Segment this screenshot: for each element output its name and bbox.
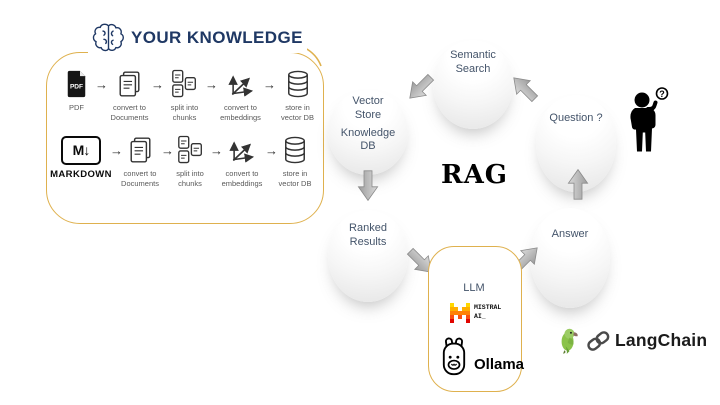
step-label: split into chunks: [176, 169, 204, 188]
knowledge-title-label: YOUR KNOWLEDGE: [131, 27, 303, 47]
vector-db-icon: [287, 70, 308, 98]
markdown-label: MARKDOWN: [50, 169, 112, 180]
pipeline-step-chunks: split into chunks: [164, 68, 205, 123]
arrow-answer-to-question: [568, 169, 588, 200]
node-label: Answer: [551, 228, 589, 240]
mistral-logo: MISTRAL AI_: [450, 303, 501, 323]
pipeline-step-vectordb: store in vector DB: [276, 68, 319, 123]
node-semantic-search: Semantic Search: [433, 40, 513, 129]
arrow-right-icon: →: [263, 77, 276, 92]
llm-label: LLM: [463, 282, 485, 294]
chain-link-icon: [587, 331, 610, 351]
arrow-right-icon: →: [151, 77, 164, 92]
chunks-icon: [172, 69, 196, 98]
node-question: Question ?: [536, 95, 616, 192]
node-label: Vector Store: [352, 95, 384, 121]
pipeline-step-documents: convert to Documents: [119, 134, 161, 189]
embeddings-axes-icon: [227, 75, 253, 97]
knowledge-title: YOUR KNOWLEDGE: [88, 22, 307, 53]
person-thinking-icon: ?: [630, 87, 669, 152]
step-label: convert to embeddings: [220, 103, 261, 122]
node-ranked-results: Ranked Results: [328, 210, 408, 302]
arrow-right-icon: →: [210, 143, 223, 158]
embeddings-axes-icon: [229, 141, 255, 163]
step-label: convert to embeddings: [221, 169, 263, 188]
langchain-label: LangChain: [615, 330, 708, 350]
rag-title: RAG: [441, 160, 508, 190]
node-label: Question ?: [549, 112, 603, 124]
mistral-wordmark-line2: AI_: [474, 313, 486, 320]
pipeline-step-chunks: split into chunks: [170, 134, 210, 189]
step-label: convert to Documents: [121, 169, 159, 188]
mistral-wordmark: MISTRAL AI_: [474, 304, 501, 322]
markdown-icon: M↓: [61, 135, 101, 165]
node-answer: Answer: [530, 208, 610, 308]
arrow-right-icon: →: [110, 143, 123, 158]
markdown-pipeline-row: M↓ MARKDOWN → convert to Documents →: [50, 134, 316, 189]
brain-icon: [92, 23, 124, 52]
ollama-llama-icon: [442, 337, 466, 376]
arrow-right-icon: →: [265, 143, 278, 158]
step-label: PDF: [69, 103, 84, 112]
ollama-logo: Ollama: [437, 336, 524, 380]
arrow-vector-to-ranked: [357, 170, 379, 201]
node-label: Semantic Search: [450, 49, 496, 75]
mistral-m-icon: [450, 303, 470, 323]
node-label: Knowledge DB: [340, 126, 396, 153]
mistral-wordmark-line1: MISTRAL: [474, 304, 502, 312]
svg-text:?: ?: [659, 89, 665, 99]
langchain-logo: LangChain: [556, 327, 707, 354]
pipeline-step-embeddings: convert to embeddings: [218, 68, 263, 123]
step-label: convert to Documents: [110, 103, 149, 122]
step-label: split into chunks: [170, 103, 199, 122]
pdf-file-icon: PDF: [67, 70, 86, 98]
step-label: store in vector DB: [281, 103, 314, 122]
documents-icon: [130, 137, 150, 163]
arrow-right-icon: →: [205, 77, 218, 92]
pipeline-step-pdf: PDF PDF: [58, 68, 95, 113]
chunks-icon: [177, 135, 202, 164]
arrow-right-icon: →: [95, 77, 108, 92]
pipeline-step-markdown: M↓ MARKDOWN: [50, 134, 112, 180]
vector-db-icon: [285, 136, 305, 164]
pdf-pipeline-row: PDF PDF → convert to Documents →: [58, 68, 319, 123]
pipeline-step-documents: convert to Documents: [108, 68, 151, 123]
step-label: store in vector DB: [278, 169, 312, 188]
documents-icon: [119, 71, 140, 97]
parrot-icon: [561, 328, 578, 354]
pipeline-step-embeddings: convert to embeddings: [219, 134, 265, 189]
ollama-label: Ollama: [474, 356, 525, 373]
pipeline-step-vectordb: store in vector DB: [274, 134, 316, 189]
pdf-badge-text: PDF: [70, 83, 83, 90]
node-vector-store: Vector Store Knowledge DB: [328, 90, 408, 175]
node-label: Ranked Results: [349, 222, 387, 248]
arrow-right-icon: →: [161, 143, 174, 158]
